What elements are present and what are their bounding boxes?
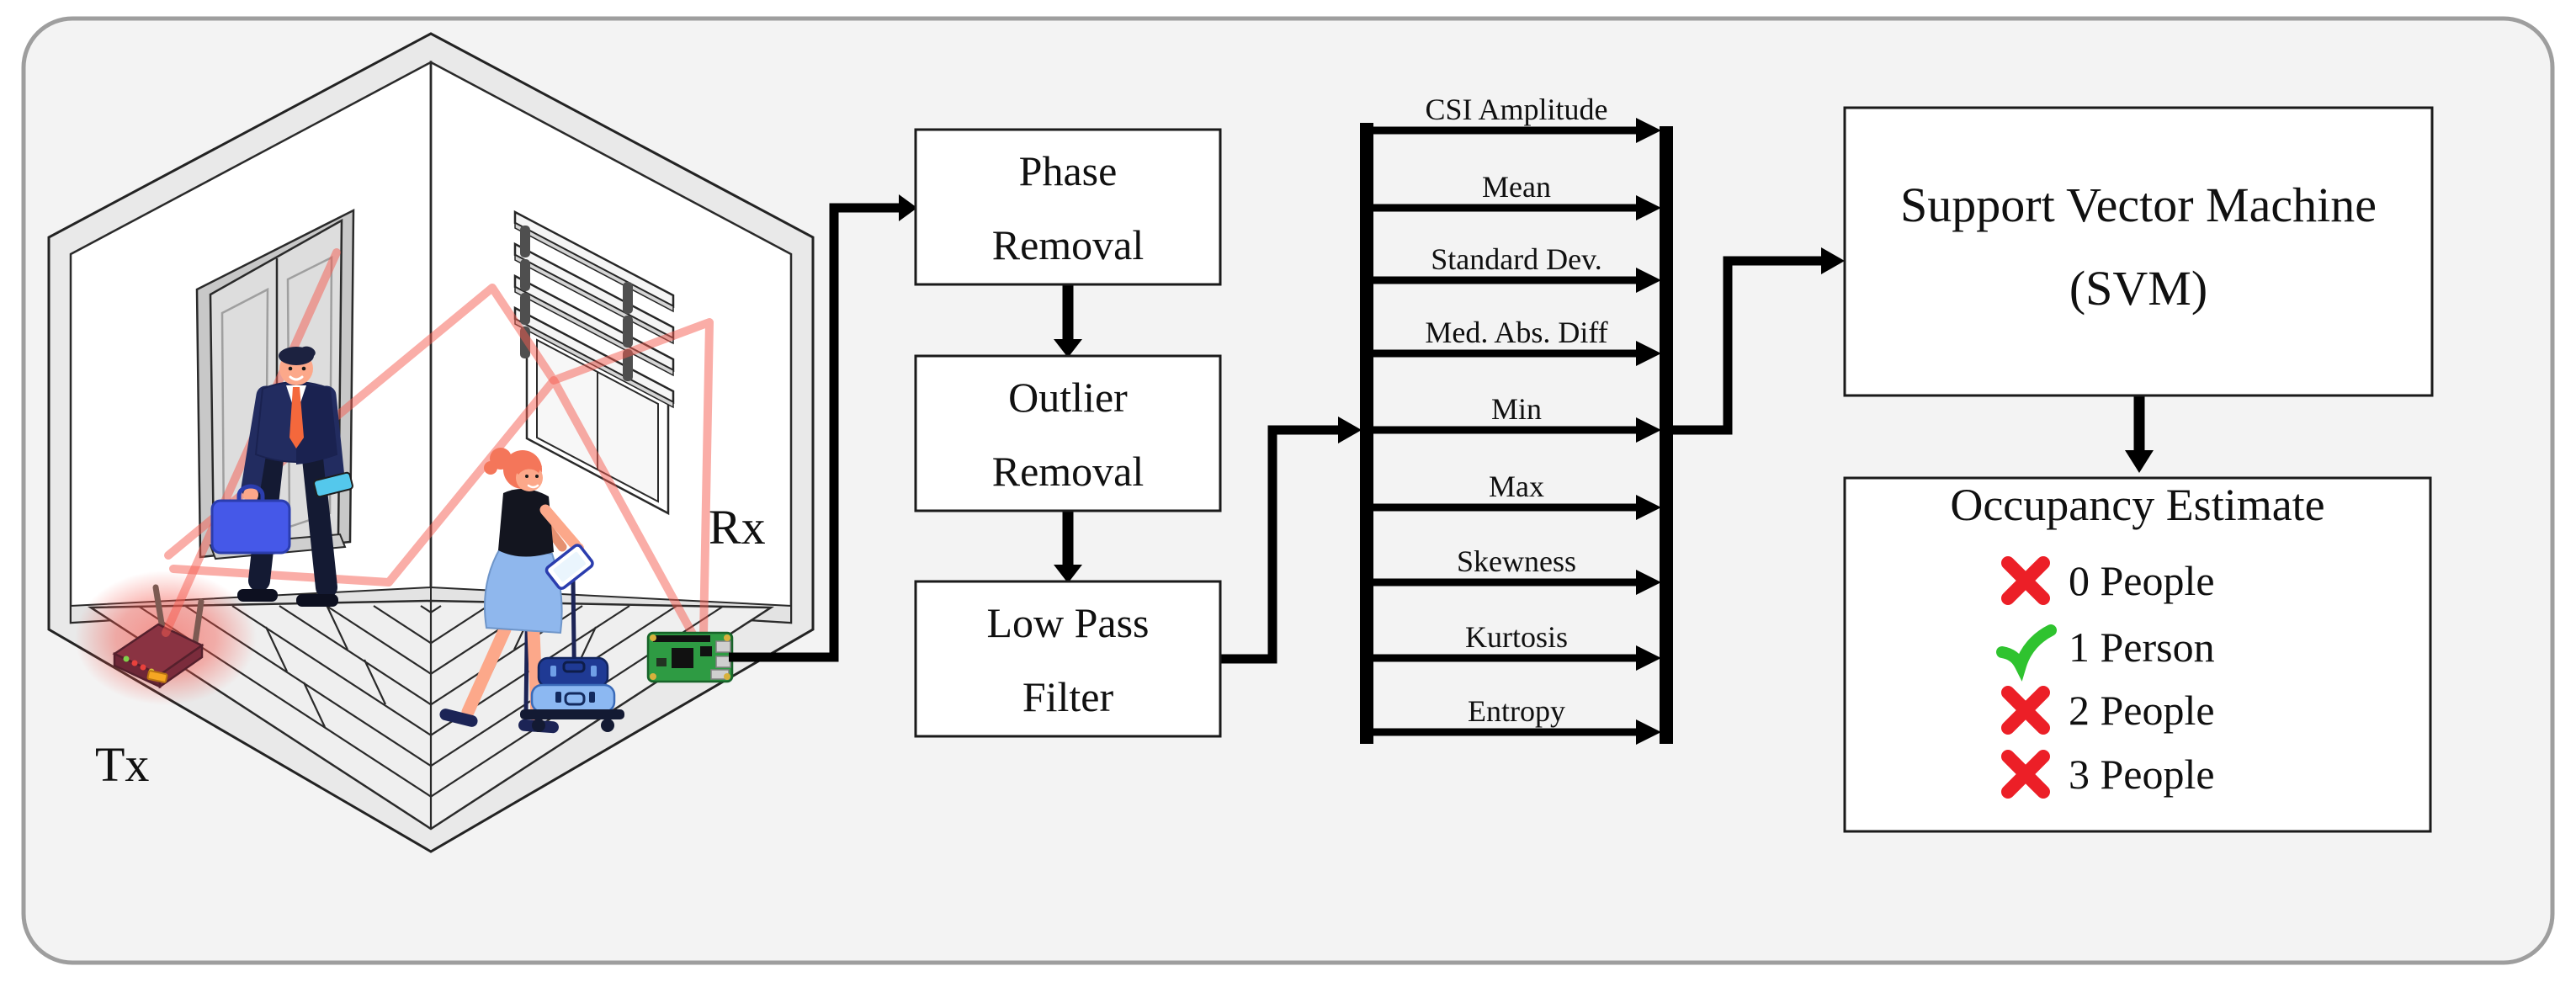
- arrow-features-to-svm: [1673, 256, 1823, 435]
- phase-removal-label-2: Removal: [992, 221, 1145, 268]
- cart-wheel: [532, 719, 545, 732]
- signal-path-2: [169, 376, 698, 641]
- occupancy-box-group: Occupancy Estimate 0 People 1 Person 2 P…: [1843, 476, 2432, 833]
- room-illustration: Tx Rx: [47, 32, 815, 853]
- man-tie: [289, 387, 304, 449]
- man-shoe: [237, 589, 278, 602]
- woman-top: [498, 488, 554, 557]
- woman-skirt: [484, 547, 563, 634]
- phase-removal-label-1: Phase: [1019, 147, 1118, 194]
- cart-case-bottom: [530, 683, 616, 714]
- router-antenna-right: [192, 598, 204, 645]
- feature-label-max: Max: [1489, 470, 1544, 503]
- raspberry-pi-rx: [646, 631, 734, 683]
- cross-icon: [2001, 750, 2050, 799]
- feature-bus: CSI Amplitude Mean Standard Dev. Med. Ab…: [1360, 93, 1673, 745]
- occupancy-row-2: 2 People: [2001, 686, 2215, 735]
- router-led: [123, 656, 130, 662]
- pipeline-boxes: Phase Removal Outlier Removal Low Pass F…: [914, 128, 1222, 738]
- occupancy-row-3-label: 3 People: [2069, 751, 2215, 798]
- tx-label: Tx: [95, 737, 149, 792]
- cross-icon: [2001, 686, 2050, 735]
- woman-head: [516, 464, 543, 491]
- occupancy-row-2-label: 2 People: [2069, 687, 2215, 734]
- phone: [313, 471, 353, 498]
- feature-label-skewness: Skewness: [1457, 544, 1576, 578]
- phase-removal-box: [914, 128, 1222, 286]
- feature-bus-left-bar: [1360, 123, 1373, 744]
- connectors: [729, 203, 2145, 664]
- occupancy-title: Occupancy Estimate: [1950, 480, 2324, 530]
- blind-slats: [513, 210, 675, 409]
- feature-label-standard-dev: Standard Dev.: [1431, 242, 1602, 276]
- woman-with-cart: [439, 448, 624, 734]
- svm-label-1: Support Vector Machine: [1900, 178, 2377, 232]
- feature-bus-right-bar: [1660, 126, 1673, 744]
- low-pass-filter-label-2: Filter: [1022, 673, 1114, 720]
- outlier-removal-label-1: Outlier: [1008, 374, 1128, 421]
- arrow-rx-to-phase: [729, 203, 900, 662]
- arrowheads: [899, 194, 2154, 583]
- rx-label: Rx: [709, 500, 766, 555]
- feature-label-min: Min: [1491, 392, 1542, 426]
- feature-label-kurtosis: Kurtosis: [1465, 620, 1568, 654]
- occupancy-row-1: 1 Person: [1996, 624, 2215, 682]
- briefcase: [210, 499, 291, 555]
- feature-label-med-abs-diff: Med. Abs. Diff: [1425, 316, 1607, 349]
- cart-wheel: [601, 719, 614, 732]
- window-blinds: [513, 210, 675, 516]
- low-pass-filter-label-1: Low Pass: [986, 599, 1149, 646]
- router-port: [146, 670, 168, 683]
- man-jacket-shade: [296, 382, 337, 464]
- svm-box-group: Support Vector Machine (SVM): [1843, 106, 2434, 397]
- occupancy-row-0-label: 0 People: [2069, 557, 2215, 604]
- feature-arrows: [1373, 126, 1638, 736]
- outlier-removal-label-2: Removal: [992, 448, 1145, 495]
- tablet: [544, 544, 594, 590]
- woman-shoe: [439, 709, 478, 727]
- feature-arrowheads: [1636, 118, 1661, 745]
- router-antenna-left: [152, 584, 166, 632]
- check-icon: [1996, 624, 2057, 682]
- occupancy-box: [1843, 476, 2432, 833]
- wifi-router-tx: [112, 584, 204, 689]
- feature-label-entropy: Entropy: [1468, 694, 1565, 728]
- cart-platform: [520, 709, 624, 719]
- low-pass-filter-box: [914, 580, 1222, 738]
- svm-label-2: (SVM): [2069, 261, 2207, 316]
- occupancy-row-3: 3 People: [2001, 750, 2215, 799]
- occupancy-row-1-label: 1 Person: [2069, 624, 2215, 671]
- feature-label-csi-amplitude: CSI Amplitude: [1425, 93, 1607, 126]
- occupancy-row-0: 0 People: [2001, 556, 2215, 605]
- svm-box: [1843, 106, 2434, 397]
- man-shoe: [296, 594, 338, 607]
- arrow-lpf-to-features: [1220, 425, 1340, 664]
- feature-label-mean: Mean: [1482, 170, 1551, 204]
- man-with-briefcase: [210, 346, 353, 607]
- router-led: [140, 664, 146, 671]
- router-led: [131, 660, 138, 666]
- outlier-removal-box: [914, 354, 1222, 512]
- cross-icon: [2001, 556, 2050, 605]
- briefcase-handle: [236, 484, 265, 501]
